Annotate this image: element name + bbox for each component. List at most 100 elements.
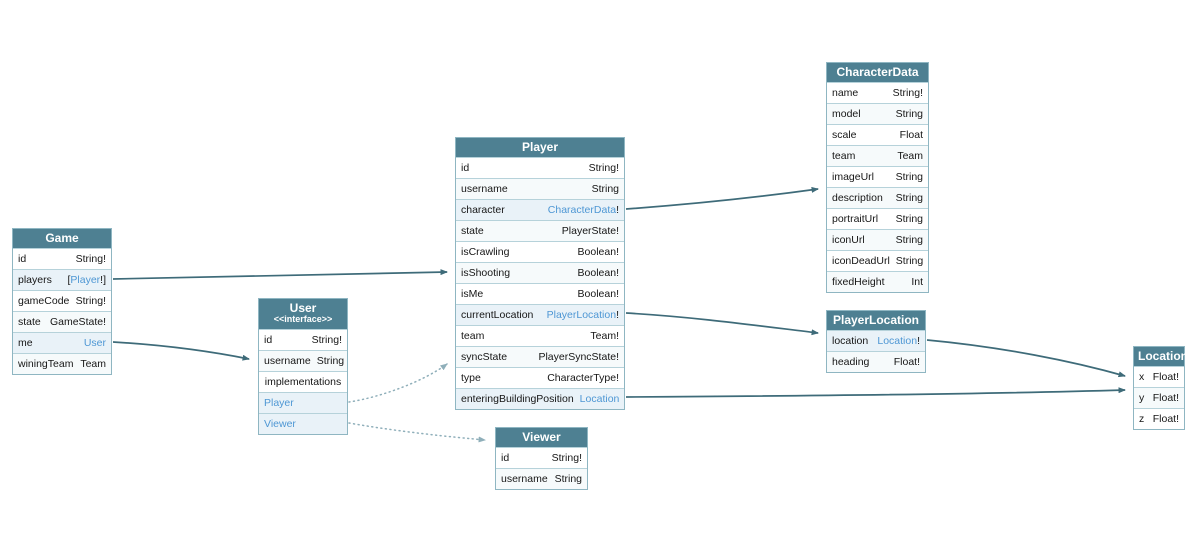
field-name: username	[461, 183, 508, 195]
type-node-header-playerlocation[interactable]: PlayerLocation	[827, 311, 925, 330]
implementation-row-player[interactable]: Player	[259, 392, 347, 413]
type-link-player[interactable]: Player	[70, 274, 101, 286]
field-row-player-username[interactable]: username String	[456, 178, 624, 199]
field-type: Float!	[1153, 413, 1179, 425]
field-row-viewer-id[interactable]: id String!	[496, 447, 587, 468]
type-text: Team	[897, 150, 923, 162]
type-text: String	[554, 473, 582, 485]
field-type: Float	[900, 129, 923, 141]
field-row-game-players[interactable]: players[Player!]	[13, 269, 111, 290]
field-name: isMe	[461, 288, 484, 300]
type-link-playerlocation[interactable]: PlayerLocation	[546, 309, 617, 321]
field-type: String	[592, 183, 619, 195]
field-name: heading	[832, 356, 870, 368]
field-type: PlayerLocation!	[547, 309, 619, 321]
field-row-user-id[interactable]: id String!	[259, 329, 347, 350]
type-link-viewer[interactable]: Viewer	[264, 418, 296, 430]
field-name: state	[18, 316, 41, 328]
type-text: Boolean!	[577, 246, 619, 258]
type-node-header-location[interactable]: Location	[1134, 347, 1188, 366]
type-link-location[interactable]: Location	[579, 393, 620, 405]
field-type: String!	[312, 334, 342, 346]
field-name: id	[501, 452, 510, 464]
type-text: !	[616, 204, 619, 216]
type-node-header-user[interactable]: User<<interface>>	[259, 299, 347, 329]
field-name: type	[461, 372, 481, 384]
type-node-header-viewer[interactable]: Viewer	[496, 428, 587, 447]
type-link-user[interactable]: User	[83, 337, 106, 349]
field-name: id	[264, 334, 273, 346]
field-row-game-state[interactable]: state GameState!	[13, 311, 111, 332]
type-text: String	[895, 171, 923, 183]
type-link-location[interactable]: Location	[877, 335, 918, 347]
type-text: String	[895, 255, 924, 267]
type-text: !	[917, 335, 920, 347]
field-type: Location	[580, 393, 620, 405]
field-name: id	[18, 253, 27, 265]
type-text: Float!	[1152, 392, 1179, 404]
type-node-header-game[interactable]: Game	[13, 229, 111, 248]
field-type: Float!	[1153, 392, 1179, 404]
implementation-row-viewer[interactable]: Viewer	[259, 413, 347, 434]
field-type: String!	[552, 452, 582, 464]
field-type: GameState!	[50, 316, 106, 328]
type-text: Float!	[1152, 371, 1179, 383]
type-text: Team	[80, 358, 106, 370]
field-name: portraitUrl	[832, 213, 879, 225]
type-link-characterdata[interactable]: CharacterData	[547, 204, 617, 216]
field-type: CharacterData!	[548, 204, 619, 216]
type-text: !]	[100, 274, 106, 286]
type-node-header-characterdata[interactable]: CharacterData	[827, 63, 928, 82]
type-link-player[interactable]: Player	[264, 397, 294, 409]
field-type: String	[317, 355, 344, 367]
type-text: String!	[892, 87, 923, 99]
type-node-header-player[interactable]: Player	[456, 138, 624, 157]
field-name: fixedHeight	[832, 276, 885, 288]
field-name: id	[461, 162, 470, 174]
field-type: String!	[893, 87, 923, 99]
field-type: Team	[897, 150, 923, 162]
